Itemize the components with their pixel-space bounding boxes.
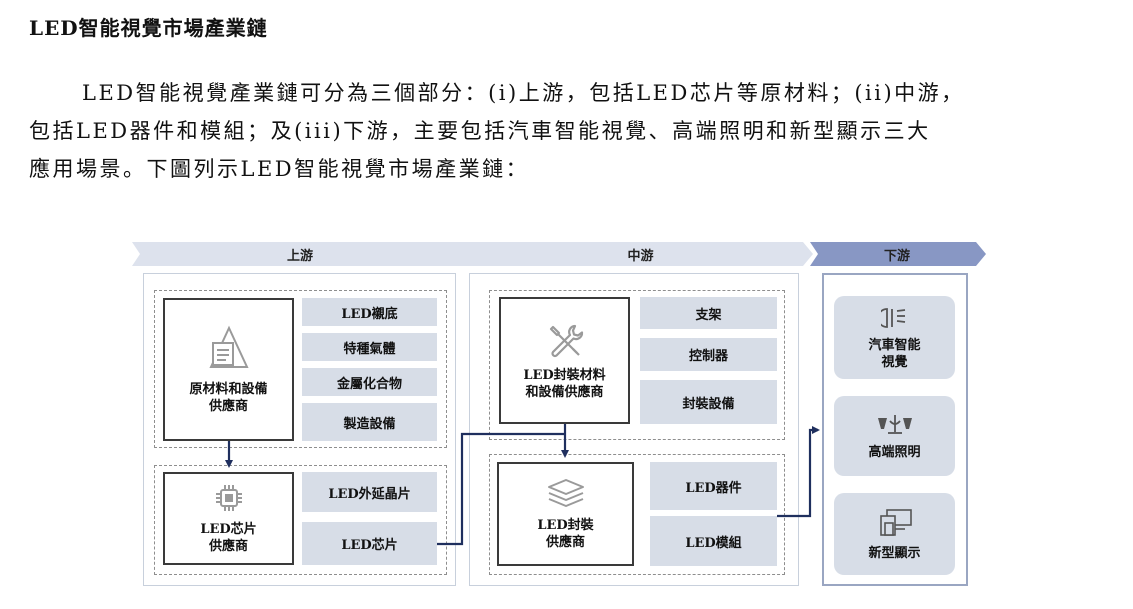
packaging-item: LED模組 (650, 516, 777, 566)
packaging-materials-item: 支架 (640, 297, 777, 329)
materials-supplier-label: 原材料和設備 供應商 (189, 381, 268, 414)
materials-item: 特種氣體 (302, 333, 437, 361)
packaging-supplier-box: LED封裝 供應商 (497, 462, 634, 566)
tools-icon (549, 324, 583, 357)
packaging-supplier-label: LED封裝 供應商 (537, 518, 594, 550)
app-auto-vision: 汽車智能 視覺 (834, 296, 955, 379)
packaging-materials-supplier-label: LED封裝材料 和設備供應商 (523, 367, 606, 400)
connector-packaging-to-downstream (777, 426, 820, 518)
chip-supplier-label: LED芯片 供應商 (200, 521, 257, 554)
stage-label-downstream: 下游 (883, 248, 910, 264)
headlight-icon (880, 307, 905, 328)
app-label: 高端照明 (868, 444, 921, 460)
stage-arrows (132, 242, 986, 266)
materials-supplier-box: 原材料和設備 供應商 (163, 298, 294, 441)
app-new-display: 新型顯示 (834, 493, 955, 575)
connector-chip-to-packaging-materials (437, 432, 565, 546)
materials-item: 金屬化合物 (302, 368, 437, 396)
downstream-arrow-shape (810, 242, 986, 266)
app-high-end-lighting: 高端照明 (834, 396, 955, 476)
packaging-item: LED器件 (650, 462, 777, 510)
display-icon (879, 508, 912, 536)
document-triangle-icon (208, 325, 249, 368)
paragraph-line-2: 包括LED器件和模組；及(iii)下游，主要包括汽車智能視覺、高端照明和新型顯示… (29, 119, 931, 143)
materials-item: 製造設備 (302, 403, 437, 441)
packaging-materials-group (489, 290, 785, 440)
packaging-materials-item: 封裝設備 (640, 380, 777, 424)
chip-item: LED芯片 (302, 522, 437, 565)
materials-group (154, 290, 447, 448)
chip-supplier-box: LED芯片 供應商 (163, 472, 294, 565)
scale-icon (877, 414, 912, 434)
paragraph-line-1: LED智能視覺產業鏈可分為三個部分：(i)上游，包括LED芯片等原材料；(ii)… (82, 81, 965, 105)
stage-label-upstream: 上游 (286, 248, 313, 264)
app-label: 新型顯示 (868, 545, 921, 561)
materials-item: LED襯底 (302, 298, 437, 326)
paragraph-line-3: 應用場景。下圖列示LED智能視覺市場產業鏈： (29, 157, 530, 181)
packaging-materials-supplier-box: LED封裝材料 和設備供應商 (499, 297, 630, 424)
layers-icon (547, 479, 584, 507)
stage-label-midstream: 中游 (627, 248, 654, 264)
chip-item: LED外延晶片 (302, 472, 437, 512)
app-label: 汽車智能 視覺 (868, 337, 921, 370)
midstream-arrow-shape (470, 242, 813, 266)
chip-icon (215, 484, 242, 511)
packaging-materials-item: 控制器 (640, 338, 777, 371)
page-heading: LED智能視覺市場產業鏈 (29, 16, 268, 40)
packaging-group (489, 454, 785, 575)
chip-group (154, 465, 447, 575)
